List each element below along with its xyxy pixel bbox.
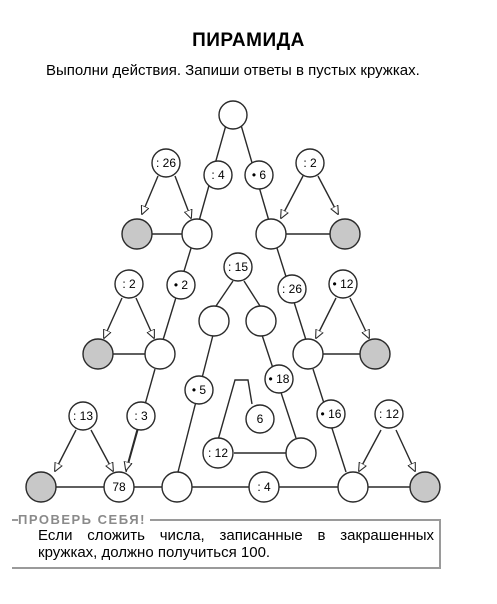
label-base-value: 78 <box>112 480 126 494</box>
op-circle-center-bottom-div <box>202 437 234 469</box>
check-text: Если сложить числа, записанные в закраше… <box>38 527 434 561</box>
answer-circle-base-left <box>161 471 193 503</box>
answer-circle-center-bottom <box>285 437 317 469</box>
answer-circle-l1-right <box>255 218 287 250</box>
label-center-mul: • 5 <box>192 383 207 397</box>
label-top-right-mul: • 6 <box>252 168 267 182</box>
label-bottom-left-branch: : 13 <box>73 409 93 423</box>
op-circle-top-left-branch <box>151 148 181 178</box>
answer-circle-top <box>218 100 248 130</box>
op-circle-top-right-branch <box>295 148 325 178</box>
label-center-bottom-div: : 12 <box>208 446 228 460</box>
shaded-circle-5 <box>25 471 57 503</box>
instruction-text: Выполни действия. Запиши ответы в пустых… <box>46 62 420 79</box>
label-center-div: : 15 <box>228 260 248 274</box>
op-circle-top-right-mul <box>244 160 274 190</box>
shaded-circle-4 <box>359 338 391 370</box>
label-top-right-branch: : 2 <box>303 156 317 170</box>
op-circle-center-div <box>223 252 253 282</box>
op-circle-bottom-left-branch <box>68 401 98 431</box>
op-circle-mid-right-branch <box>328 269 358 299</box>
answer-circle-inner-right <box>245 305 277 337</box>
answer-circle-l1-left <box>181 218 213 250</box>
label-mid-right-div: : 26 <box>282 282 302 296</box>
label-mid-left-branch: : 2 <box>122 277 136 291</box>
label-mid-right-branch: • 12 <box>333 277 354 291</box>
label-bottom-right-branch: : 12 <box>379 407 399 421</box>
answer-circle-inner-left <box>198 305 230 337</box>
label-center-right-mul: • 18 <box>269 372 290 386</box>
label-top-left-branch: : 26 <box>156 156 176 170</box>
label-mid-left-mul: • 2 <box>174 278 189 292</box>
op-circle-bottom-right-branch <box>374 399 404 429</box>
value-circle-center <box>245 404 275 434</box>
shaded-circle-3 <box>82 338 114 370</box>
shaded-circle-2 <box>329 218 361 250</box>
page-title: ПИРАМИДА <box>192 30 305 51</box>
label-center-value: 6 <box>257 412 264 426</box>
answer-circle-l2-left <box>144 338 176 370</box>
check-box-top-line <box>12 519 441 521</box>
check-title: ПРОВЕРЬ СЕБЯ! <box>18 512 150 527</box>
label-bottom-right-mul: • 16 <box>321 407 342 421</box>
op-circle-bottom-right-mul <box>316 399 346 429</box>
op-circle-bottom-left-div <box>126 401 156 431</box>
op-circle-base-div <box>248 471 280 503</box>
shaded-circle-1 <box>121 218 153 250</box>
label-bottom-left-div: : 3 <box>134 409 148 423</box>
op-circle-top-left-div <box>203 160 233 190</box>
value-circle-base <box>103 471 135 503</box>
answer-circle-base-right <box>337 471 369 503</box>
op-circle-center-mul <box>184 375 214 405</box>
check-box-frame <box>12 519 441 569</box>
op-circle-center-right-mul <box>264 364 294 394</box>
op-circle-mid-left-mul <box>166 270 196 300</box>
answer-circle-l2-right <box>292 338 324 370</box>
label-base-div: : 4 <box>257 480 271 494</box>
shaded-circle-6 <box>409 471 441 503</box>
op-circle-mid-left-branch <box>114 269 144 299</box>
label-top-left-div: : 4 <box>211 168 225 182</box>
op-circle-mid-right-div <box>277 274 307 304</box>
